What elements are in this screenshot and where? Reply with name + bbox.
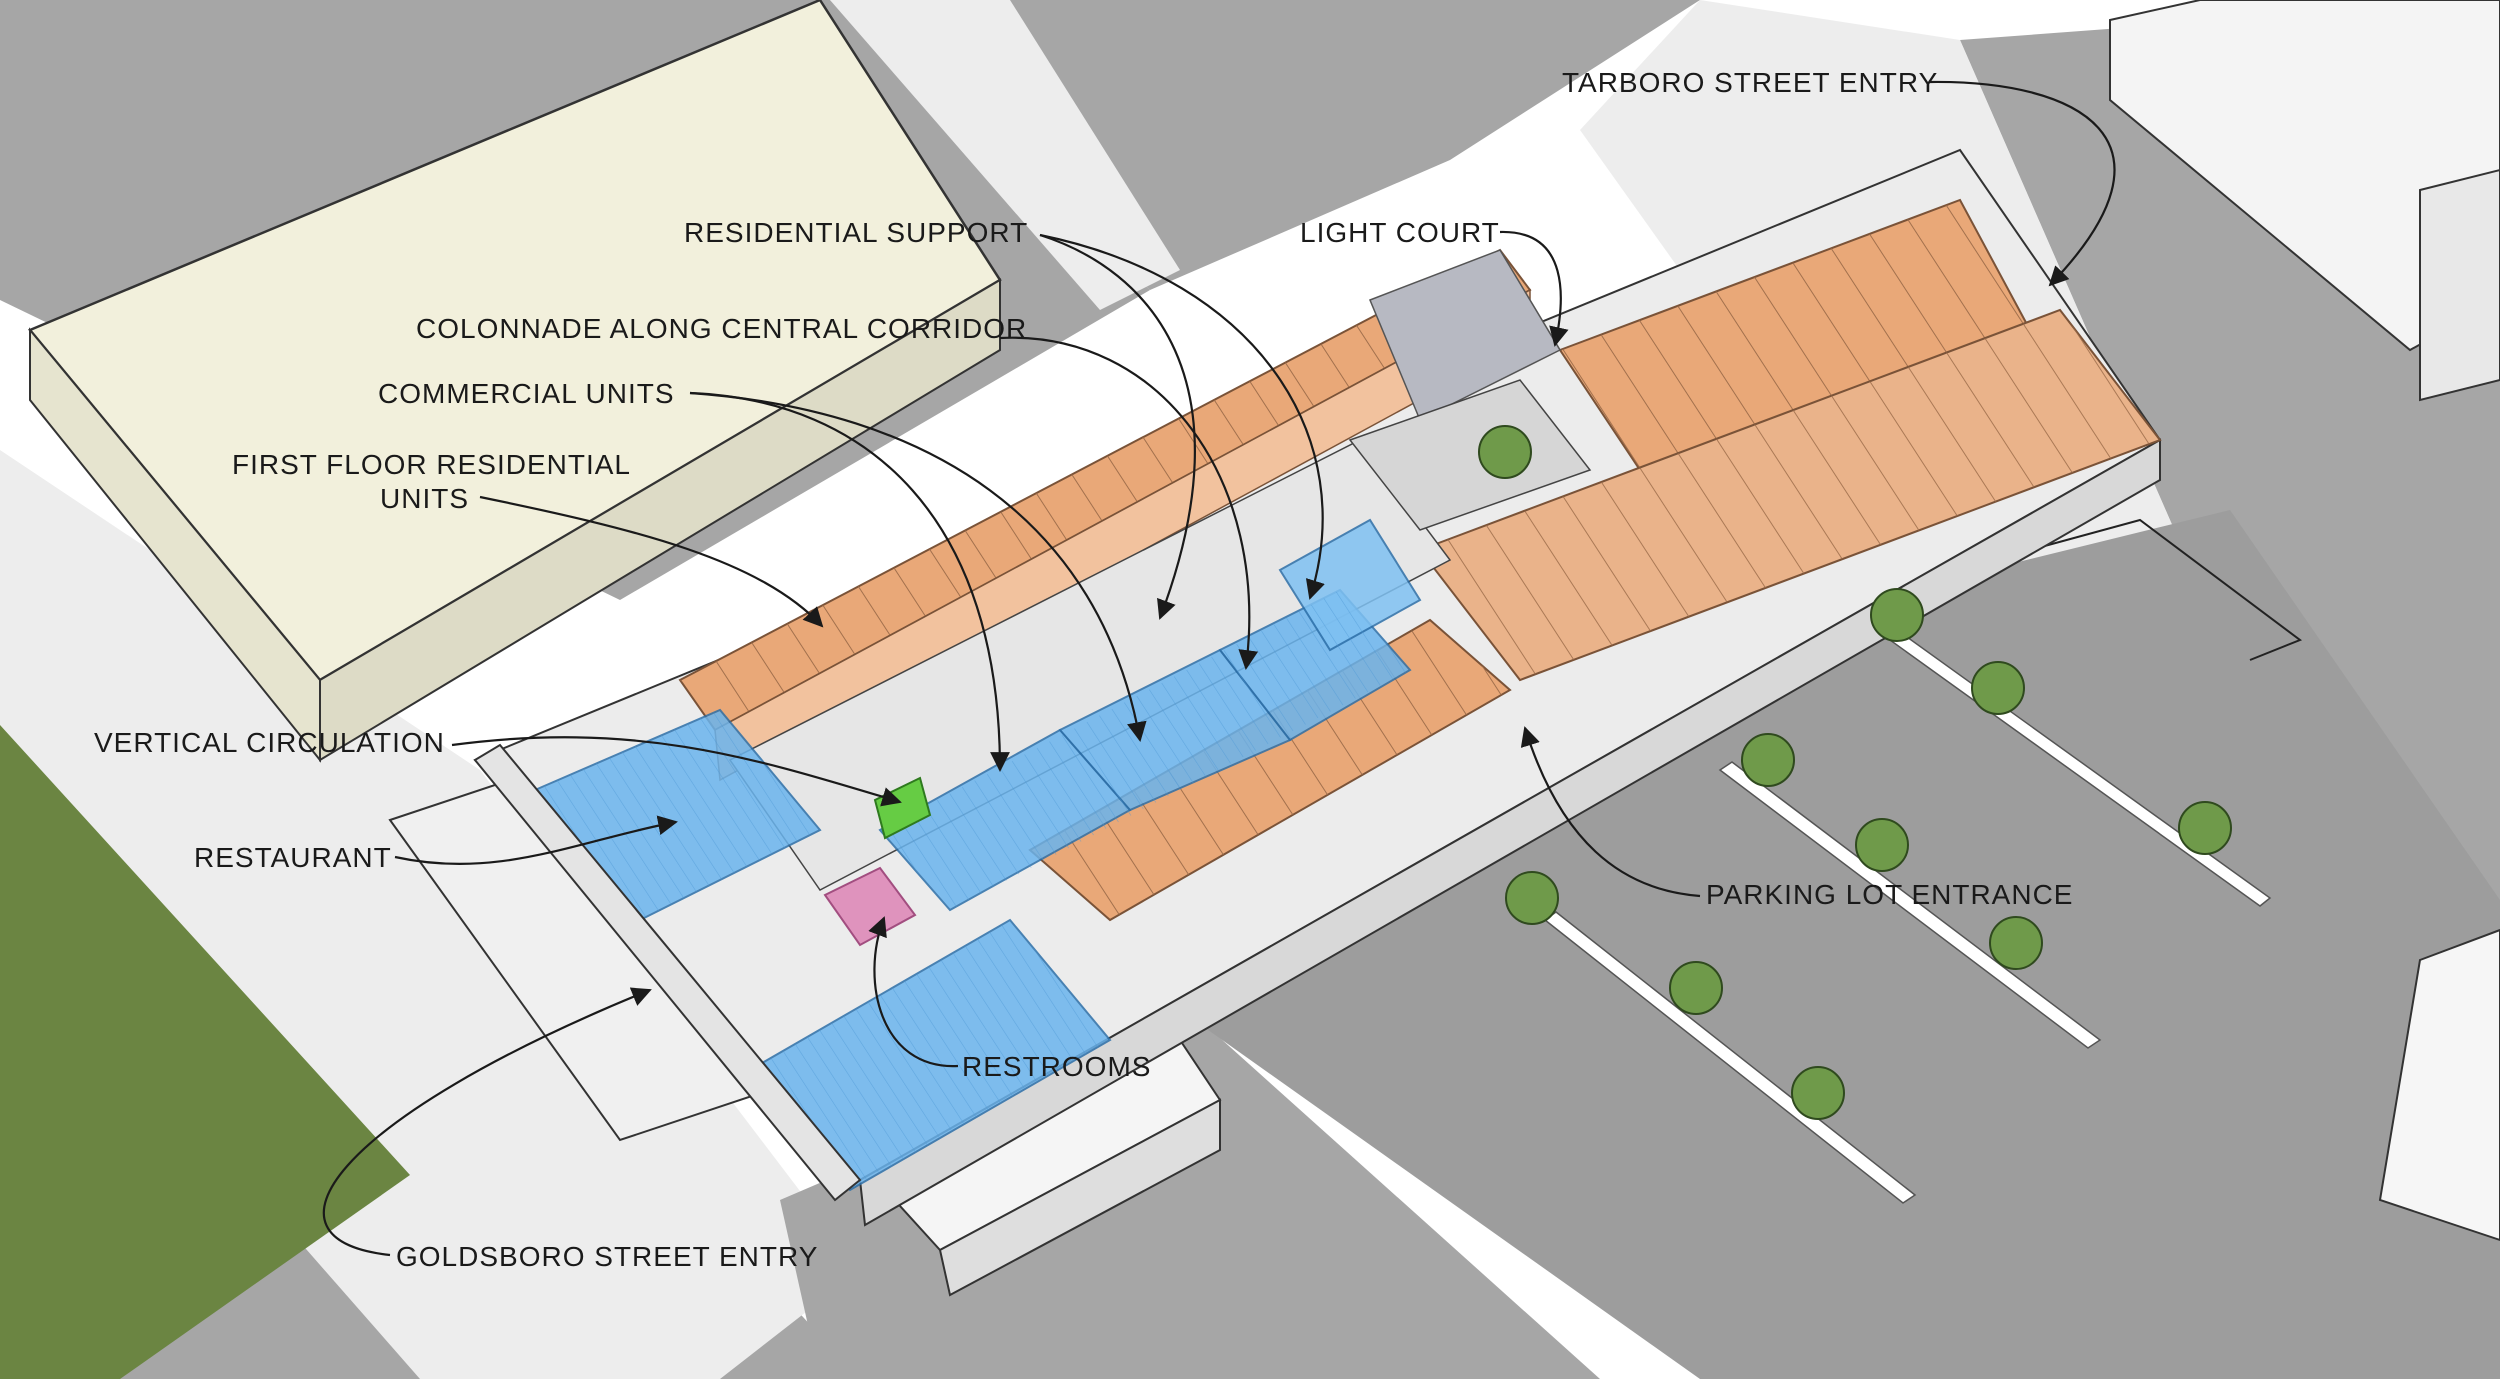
leader-first-floor-residential [479,495,824,628]
light-court [1369,249,1562,422]
leader-lines [322,80,2116,1257]
label-tarboro-street-entry: TARBORO STREET ENTRY [1562,67,1938,98]
label-commercial-units: COMMERCIAL UNITS [378,378,675,409]
pad-lower-center-side [938,1098,1221,1297]
parking-lot [1180,510,2500,1379]
leader-vertical-circulation [451,736,902,807]
residential-block-upper-right-ribs [1560,200,2030,470]
label-first-floor-residential-line1: FIRST FLOOR RESIDENTIAL [232,449,631,480]
label-restrooms: RESTROOMS [962,1051,1151,1082]
parking-island-2 [1718,761,2102,1049]
leader-commercial [689,391,1010,772]
label-colonnade: COLONNADE ALONG CENTRAL CORRIDOR [416,313,1027,344]
residential-row-right-ribs [1420,310,2160,680]
commercial-front-texture [750,920,1110,1190]
leader-tarboro [1929,80,2116,287]
grass-lot [0,725,410,1379]
tree-icon [1989,916,2043,970]
sidewalk-left [0,450,860,1379]
neighbor-building-right-1 [2109,0,2500,352]
residential-row-front-ribs [1030,620,1510,920]
neighbor-building-right-2 [2419,168,2500,402]
trees [1478,425,2232,1120]
project-building [473,148,2162,1227]
restrooms-block [823,866,917,947]
commercial-blue-texture [880,590,1410,910]
tree-icon [1741,733,1795,787]
light-court-stairs [1348,379,1592,531]
label-light-court: LIGHT COURT [1300,217,1500,248]
vertical-circulation-core [873,776,932,840]
label-goldsboro-street-entry: GOLDSBORO STREET ENTRY [396,1241,818,1272]
label-first-floor-residential-line2: UNITS [380,483,469,514]
tree-icon [1870,588,1924,642]
neighbor-building-right-3 [2378,928,2500,1242]
leader-residential-support-1 [1039,233,1196,620]
restaurant-texture [535,710,820,920]
leader-light-court [1499,230,1569,347]
tree-icon [1791,1066,1845,1120]
label-parking-lot-entrance: PARKING LOT ENTRANCE [1706,879,2073,910]
tree-icon [1855,818,1909,872]
sidewalk-upper [830,0,1180,310]
leader-goldsboro [322,987,652,1257]
road-bottom [780,1020,1600,1379]
neighbor-building-top-front [319,278,1001,762]
central-corridor [728,439,1452,891]
callout-labels: TARBORO STREET ENTRY RESIDENTIAL SUPPORT… [94,67,2073,1272]
tree-icon [1505,871,1559,925]
tree-icon [1669,961,1723,1015]
leader-commercial-2 [689,391,1147,742]
leader-residential-support-2 [1039,233,1325,600]
leader-colonnade [999,336,1259,670]
leader-parking-lot-entrance [1520,726,1701,898]
goldsboro-facade [473,743,862,1202]
tree-icon [1478,425,1532,479]
leader-restrooms [868,916,959,1068]
tree-icon [1971,661,2025,715]
label-residential-support: RESIDENTIAL SUPPORT [684,217,1028,248]
building-east-wall [858,438,2161,1227]
label-restaurant: RESTAURANT [194,842,392,873]
label-vertical-circulation: VERTICAL CIRCULATION [94,727,445,758]
leader-restaurant [394,815,678,866]
tree-icon [2178,801,2232,855]
